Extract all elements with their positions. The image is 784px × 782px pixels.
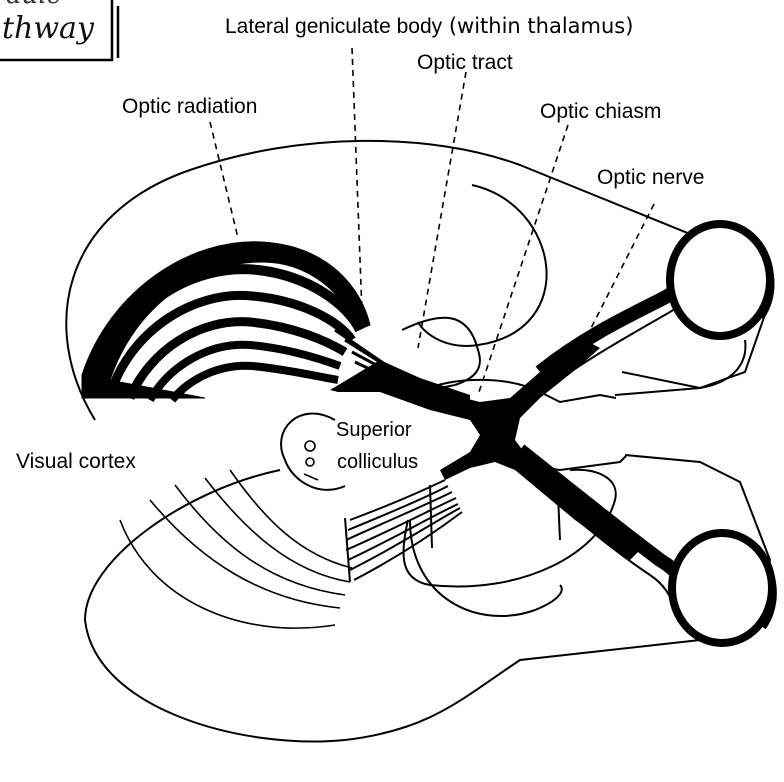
lower-optic-nerve [520, 450, 692, 598]
label-superior: Superior [336, 420, 412, 440]
leader-radiation [210, 122, 238, 238]
label-visual-cortex: Visual cortex [16, 451, 136, 472]
label-lgb-note: (within thalamus) [442, 14, 633, 38]
lower-curves-3 [205, 478, 350, 582]
label-optic-nerve: Optic nerve [597, 167, 704, 188]
lower-inner-lobe [403, 470, 615, 587]
upper-inner-lobe [418, 185, 547, 346]
label-optic-chiasm: Optic chiasm [540, 101, 661, 122]
lower-curves-2 [175, 485, 345, 595]
colliculus-marks [304, 441, 318, 480]
upper-optic-radiation-fan [82, 242, 370, 400]
corner-note-top: auic [6, 0, 61, 8]
lower-curves-5 [230, 470, 352, 568]
lower-optic-radiation-fan [345, 480, 462, 582]
lower-eyeball [672, 533, 775, 643]
label-colliculus: colliculus [337, 452, 418, 472]
label-optic-tract: Optic tract [417, 52, 513, 73]
lower-curves-4 [120, 520, 335, 628]
upper-eyeball [670, 224, 773, 336]
upper-radiation-lines [335, 330, 455, 410]
label-lgb-main: Lateral geniculate body [225, 15, 442, 38]
label-optic-radiation: Optic radiation [122, 96, 257, 117]
leader-lgb [352, 48, 362, 312]
corner-note-word: thway [2, 14, 94, 44]
leader-tract [418, 72, 466, 348]
lower-inner-body [410, 520, 562, 616]
lower-hemisphere-outline [85, 455, 770, 742]
label-lateral-geniculate-body: Lateral geniculate body (within thalamus… [225, 16, 633, 37]
lower-curves-1 [150, 500, 340, 608]
upper-right-contour [615, 340, 745, 395]
